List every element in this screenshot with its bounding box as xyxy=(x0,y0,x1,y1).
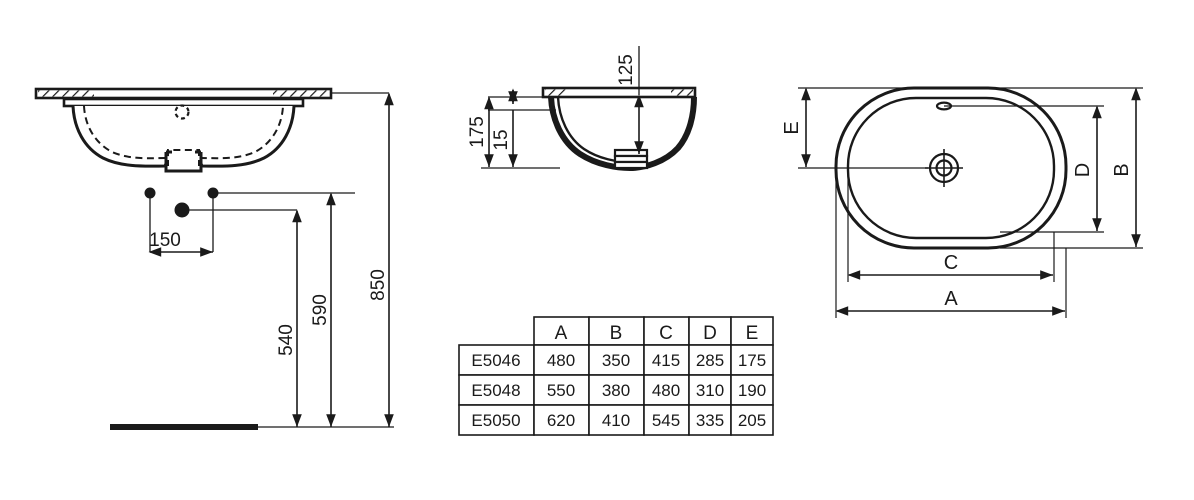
dimension-E: E xyxy=(781,87,811,167)
table-cell-model-label: E5050 xyxy=(471,411,520,430)
section-countertop-body xyxy=(541,86,697,99)
table-header-cell-D xyxy=(688,316,732,346)
waste-centre-mark-icon xyxy=(925,149,963,187)
table-cell-E xyxy=(730,374,774,406)
table-header-row: A B C D E xyxy=(533,316,774,346)
table-header-cell-B xyxy=(588,316,645,346)
table-cell-A-label: 480 xyxy=(547,351,575,370)
plan-view: E D B C A xyxy=(781,86,1143,318)
dimension-175: 175 xyxy=(467,96,494,167)
table-header-label-A: A xyxy=(555,323,568,344)
dimension-15-label: 15 xyxy=(491,129,512,150)
waste-boss-step-3 xyxy=(613,160,649,170)
table-cell-D-label: 335 xyxy=(696,411,724,430)
dimension-C-label: C xyxy=(944,252,958,274)
table-cell-B-label: 380 xyxy=(602,381,630,400)
dimension-175-label: 175 xyxy=(467,116,488,148)
table-cell-E-label: 190 xyxy=(738,381,766,400)
table-cell-model-label: E5046 xyxy=(471,351,520,370)
dimension-125: 125 xyxy=(616,46,644,154)
table-cell-E xyxy=(730,404,774,436)
table-cell-D-label: 310 xyxy=(696,381,724,400)
table-cell-B xyxy=(588,404,645,436)
dimension-B-label: B xyxy=(1111,163,1133,176)
dimension-150: 150 xyxy=(148,230,213,257)
table-cell-A-label: 550 xyxy=(547,381,575,400)
table-cell-A-label: 620 xyxy=(547,411,575,430)
dimension-150-label: 150 xyxy=(149,230,181,251)
waste-trap-box xyxy=(164,152,203,173)
table-cell-E xyxy=(730,344,774,376)
table-cell-B-label: 410 xyxy=(602,411,630,430)
dimension-540: 540 xyxy=(276,209,302,427)
table-cell-B-label: 350 xyxy=(602,351,630,370)
table-row: E5046 480 350 415 285 175 xyxy=(458,344,774,376)
side-section-view: 175 15 125 xyxy=(467,46,697,172)
dimension-E-label: E xyxy=(781,121,803,134)
floor-line-solid xyxy=(110,424,258,430)
table-header-label-E: E xyxy=(746,323,759,344)
table-row: E5050 620 410 545 335 205 xyxy=(458,404,774,436)
dimension-D-label: D xyxy=(1072,163,1094,177)
table-cell-C-label: 415 xyxy=(652,351,680,370)
table-header-cell-C xyxy=(643,316,690,346)
dimension-D: D xyxy=(1072,105,1102,231)
front-elevation-view: 150 540 590 850 xyxy=(34,87,394,430)
dimension-B: B xyxy=(1111,87,1141,247)
section-hatch-right xyxy=(671,89,693,96)
table-cell-E-label: 205 xyxy=(738,411,766,430)
countertop-hatch-right xyxy=(273,90,329,97)
table-cell-C xyxy=(643,344,690,376)
table-cell-B xyxy=(588,344,645,376)
dimension-125-label: 125 xyxy=(616,54,637,86)
dimension-850-label: 850 xyxy=(368,269,389,301)
table-cell-C-label: 480 xyxy=(652,381,680,400)
table-cell-model xyxy=(458,404,535,436)
table-header-label-D: D xyxy=(703,323,717,344)
table-row: E5048 550 380 480 310 190 xyxy=(458,374,774,406)
dimension-540-label: 540 xyxy=(276,324,297,356)
table-cell-D-label: 285 xyxy=(696,351,724,370)
table-cell-D xyxy=(688,344,732,376)
table-cell-E-label: 175 xyxy=(738,351,766,370)
table-cell-D xyxy=(688,404,732,436)
countertop-slab xyxy=(34,87,333,108)
table-header-label-C: C xyxy=(659,323,673,344)
section-countertop xyxy=(541,86,697,99)
table-header-cell-A xyxy=(533,316,590,346)
table-header-label-B: B xyxy=(610,323,623,344)
table-header-cell-E xyxy=(730,316,774,346)
dimension-15: 15 xyxy=(491,88,518,167)
section-hatch-left xyxy=(545,89,567,96)
table-cell-C-label: 545 xyxy=(652,411,680,430)
countertop-hatch-left xyxy=(38,90,94,97)
waste-trap-dashed-sides xyxy=(167,150,200,166)
dimension-A: A xyxy=(835,288,1065,316)
table-cell-model xyxy=(458,344,535,376)
table-cell-model-label: E5048 xyxy=(471,381,520,400)
dimension-590: 590 xyxy=(310,192,336,427)
dimension-C: C xyxy=(847,252,1053,280)
dimension-A-label: A xyxy=(944,288,958,310)
dimension-590-label: 590 xyxy=(310,294,331,326)
waste-boss-steps xyxy=(613,148,649,170)
dimension-850: 850 xyxy=(368,92,394,427)
overflow-hole-icon xyxy=(174,104,190,120)
dimension-table: A B C D E E5046 480 350 415 285 175 xyxy=(458,316,774,436)
